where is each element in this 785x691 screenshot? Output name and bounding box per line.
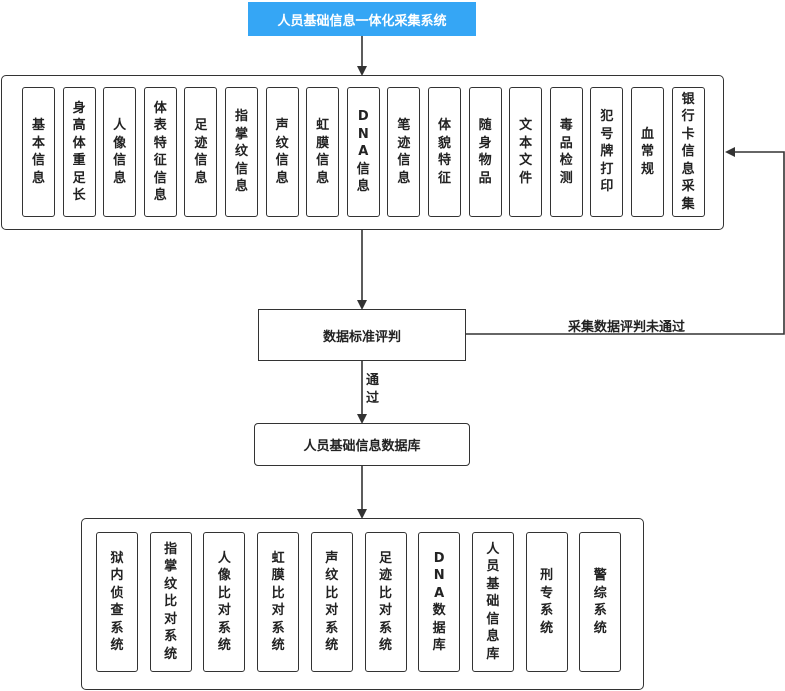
target-system: 刑专系统: [525, 532, 568, 672]
collection-item-label: 文本文件: [519, 118, 533, 186]
target-system-label: 声纹比对系统: [325, 550, 339, 654]
collection-item: 虹膜信息: [306, 87, 340, 217]
target-system-label: 足迹比对系统: [378, 550, 392, 654]
target-system: 声纹比对系统: [310, 532, 353, 672]
collection-item: 指掌纹信息: [225, 87, 258, 217]
collection-item-label: 银行卡信息采集: [681, 91, 695, 212]
target-system-label: 人员基础信息库: [486, 541, 500, 662]
feedback-fail-path: [466, 147, 785, 335]
collection-item: 体表特征信息: [143, 87, 177, 217]
collection-item: 文本文件: [509, 87, 543, 217]
collection-item: 声纹信息: [265, 87, 299, 217]
collection-item: 随身物品: [468, 87, 502, 217]
collection-item: 基本信息: [22, 87, 55, 217]
collection-item-label: 指掌纹信息: [234, 109, 248, 195]
target-system-label: 指掌纹比对系统: [164, 541, 178, 662]
collection-item: 人像信息: [103, 87, 137, 217]
target-system: 指掌纹比对系统: [149, 532, 192, 672]
target-system: 狱内侦查系统: [96, 532, 138, 672]
collection-item-label: 足迹信息: [194, 118, 208, 186]
collection-item-label: 人像信息: [113, 118, 127, 186]
target-system-label: 虹膜比对系统: [271, 550, 285, 654]
collection-item-label: 随身物品: [478, 118, 492, 186]
target-system: 人像比对系统: [203, 532, 246, 672]
collection-item-label: 声纹信息: [275, 118, 289, 186]
collection-item: 足迹信息: [184, 87, 218, 217]
target-system: 人员基础信息库: [471, 532, 514, 672]
target-system: 虹膜比对系统: [257, 532, 300, 672]
system-title: 人员基础信息一体化采集系统: [248, 2, 476, 36]
collection-item-label: 身高体重足长: [72, 100, 86, 204]
collection-item-label: 毒品检测: [559, 118, 573, 186]
collection-item: 体貌特征: [428, 87, 461, 217]
collection-item: 犯号牌打印: [590, 87, 624, 217]
collection-item: 血常规: [631, 87, 664, 217]
collection-item: 毒品检测: [549, 87, 583, 217]
collection-item: 身高体重足长: [62, 87, 96, 217]
fail-label: 采集数据评判未通过: [568, 320, 686, 335]
collection-item: 笔迹信息: [387, 87, 421, 217]
collection-item-label: 体表特征信息: [153, 100, 167, 204]
collection-item-label: 笔迹信息: [397, 118, 411, 186]
collection-item-label: 体貌特征: [437, 118, 451, 186]
collection-item-label: 基本信息: [31, 118, 45, 186]
collection-item-label: 虹膜信息: [316, 118, 330, 186]
collection-item-label: 犯号牌打印: [600, 109, 614, 195]
target-system: 警综系统: [579, 532, 622, 672]
database-box: 人员基础信息数据库: [254, 423, 470, 466]
collection-item: 银行卡信息采集: [671, 87, 705, 217]
collection-item-label: 血常规: [640, 126, 654, 177]
evaluation-box: 数据标准评判: [258, 309, 466, 361]
target-system-label: 警综系统: [593, 568, 607, 636]
target-system-label: 刑专系统: [540, 568, 554, 636]
target-system-label: 狱内侦查系统: [110, 550, 124, 654]
target-system: 足迹比对系统: [364, 532, 407, 672]
target-system-label: 人像比对系统: [217, 550, 231, 654]
pass-label: 通过: [366, 373, 380, 406]
